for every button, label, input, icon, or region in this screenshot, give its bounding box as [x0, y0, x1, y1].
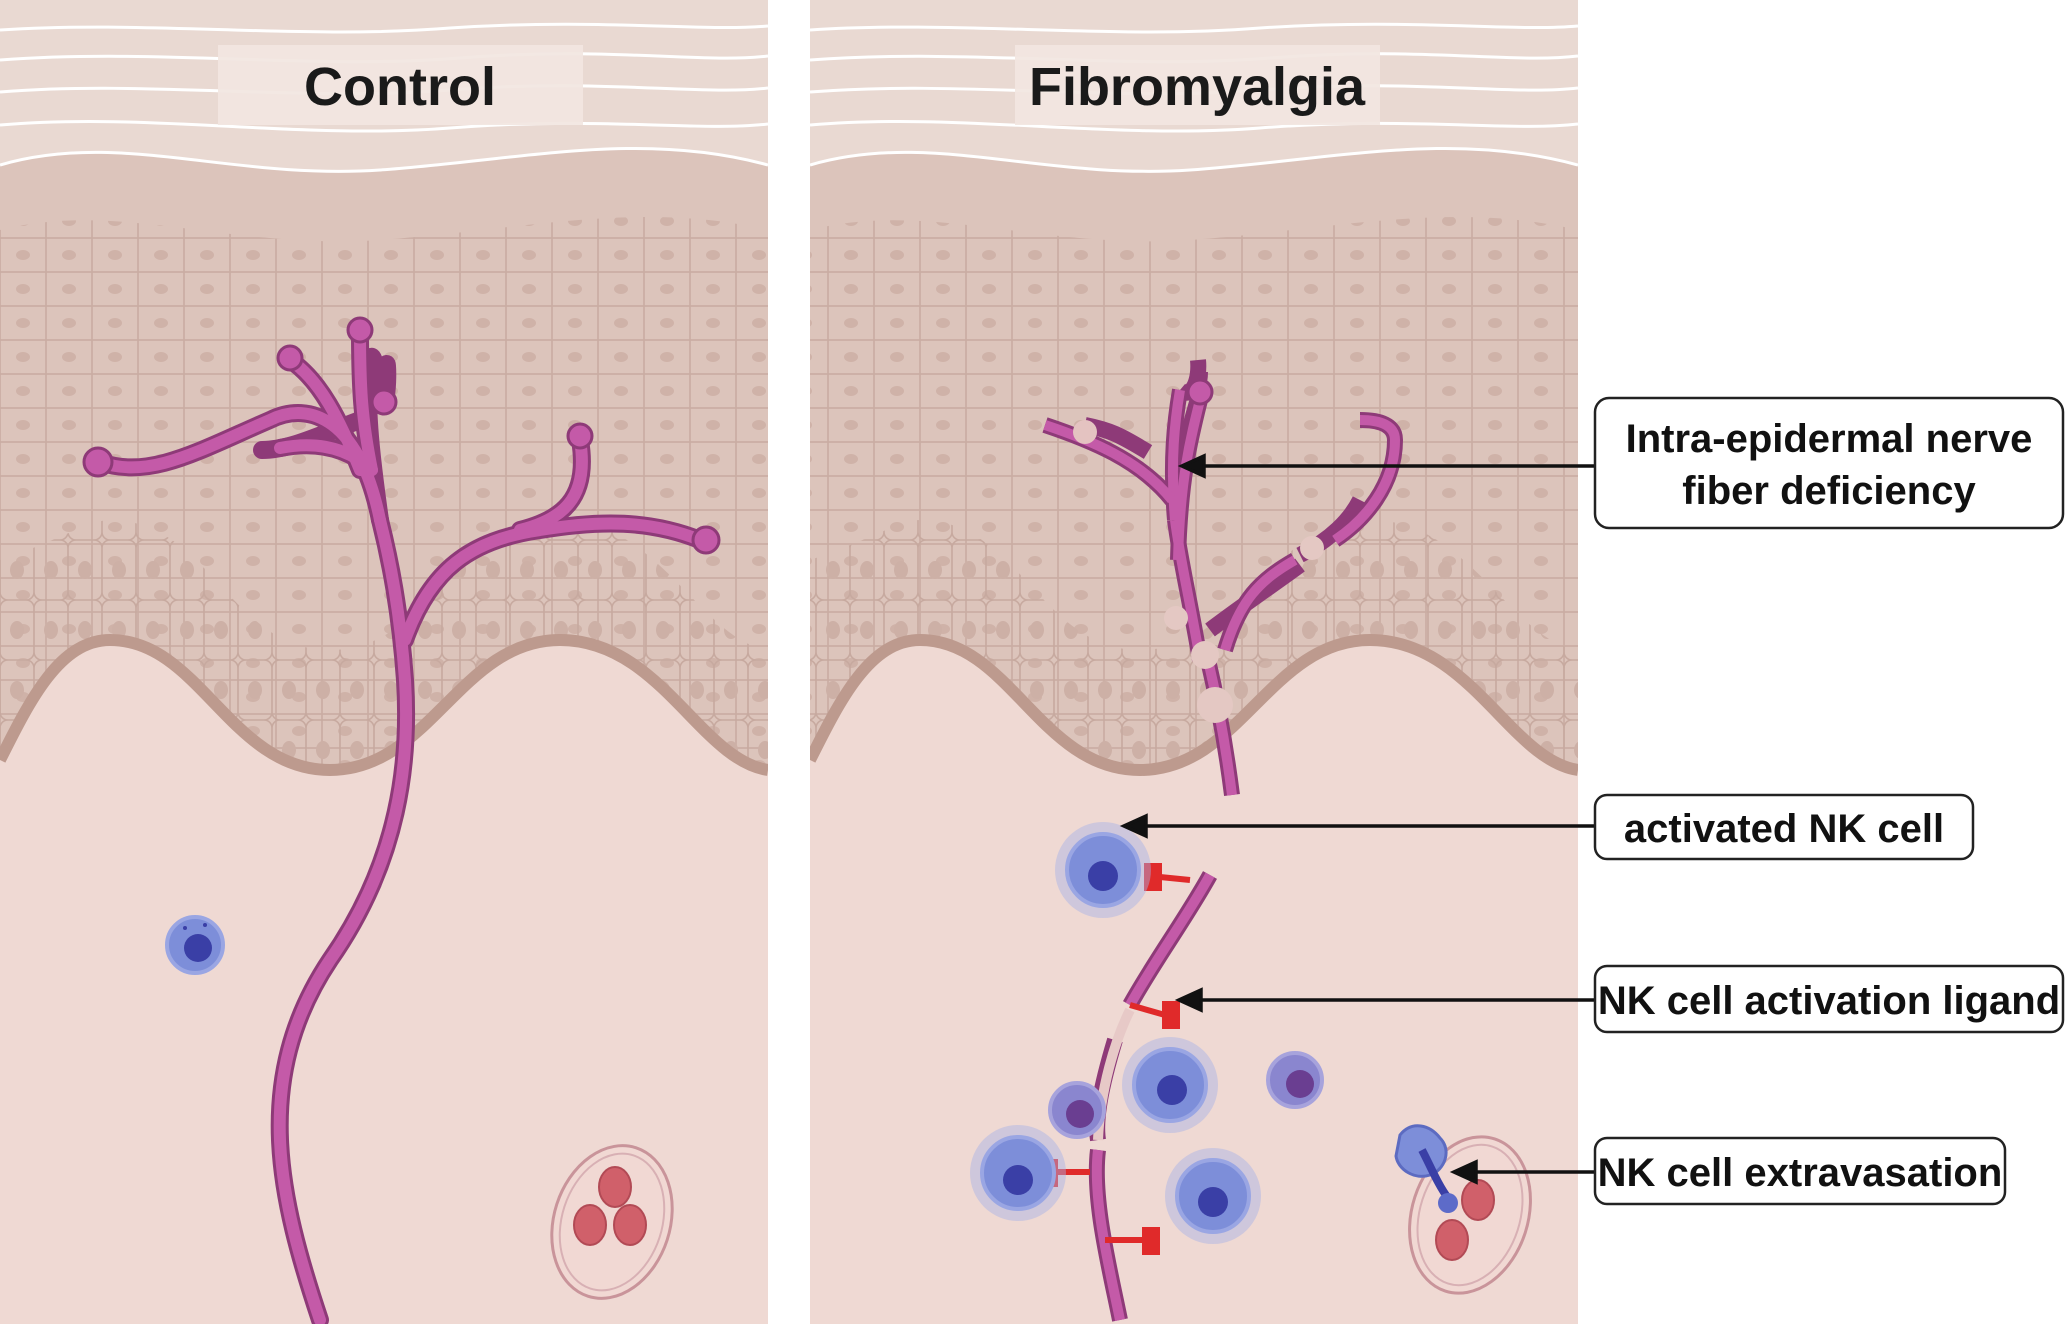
ligand: [1105, 1227, 1160, 1255]
red-blood-cell: [573, 1204, 607, 1246]
nerve-ending: [276, 344, 304, 372]
immune-cell: [1048, 1081, 1106, 1139]
ligand: [1144, 863, 1191, 891]
blood-vessel: [1408, 1135, 1532, 1295]
nerve-ending: [1186, 378, 1214, 406]
ligand: [1129, 1001, 1180, 1029]
control-title-box: Control: [218, 45, 583, 125]
blood-vessel: [550, 1144, 674, 1300]
callout-nerve-fiber-line2: fiber deficiency: [1682, 469, 1976, 513]
activated-nk-cell: [1055, 822, 1151, 918]
red-blood-cell: [1461, 1179, 1495, 1221]
nerve-ending: [370, 388, 398, 416]
callout-nerve-fiber: Intra-epidermal nerve fiber deficiency: [1593, 396, 2065, 530]
callout-activated-nk: activated NK cell: [1593, 793, 1975, 861]
basement-membrane: [0, 633, 768, 777]
callout-activated-nk-label: activated NK cell: [1624, 807, 1944, 851]
nerve-ending: [566, 422, 594, 450]
callout-ligand: NK cell activation ligand: [1593, 964, 2065, 1034]
degenerated-segment: [1197, 687, 1233, 723]
control-title: Control: [304, 57, 496, 117]
activated-nk-cell: [1122, 1037, 1218, 1133]
callout-ligand-label: NK cell activation ligand: [1598, 979, 2060, 1023]
fragmented-nerve-fiber: [1042, 359, 1404, 1322]
immune-cell: [1266, 1051, 1324, 1109]
callout-arrows: [1119, 453, 1595, 1185]
red-blood-cell: [598, 1166, 632, 1208]
nerve-ending: [691, 525, 721, 555]
activated-nk-cell: [1165, 1148, 1261, 1244]
callout-extravasation: NK cell extravasation: [1593, 1136, 2007, 1206]
basement-membrane: [810, 633, 1578, 777]
resting-nk-cell: [165, 915, 225, 975]
fibromyalgia-title-box: Fibromyalgia: [1015, 45, 1380, 125]
activated-nk-cells: [970, 822, 1261, 1244]
red-blood-cell: [613, 1204, 647, 1246]
nerve-fiber: [82, 316, 721, 1324]
callout-extravasation-label: NK cell extravasation: [1598, 1151, 2003, 1195]
basal-layer: [0, 520, 768, 770]
nerve-ending: [82, 446, 114, 478]
fibromyalgia-panel: [810, 0, 1578, 1324]
extravasating-nk-cell: [1394, 1124, 1458, 1213]
callout-nerve-fiber-line1: Intra-epidermal nerve: [1626, 417, 2033, 461]
degenerated-segment: [1164, 606, 1188, 630]
activated-nk-cell: [970, 1125, 1066, 1221]
control-panel: [0, 0, 768, 1324]
degenerated-nerve-ending: [1073, 420, 1097, 444]
degenerated-segment: [1191, 641, 1219, 669]
nerve-ending: [346, 316, 374, 344]
degenerated-segment: [1300, 536, 1324, 560]
fibromyalgia-title: Fibromyalgia: [1029, 57, 1366, 117]
red-blood-cell: [1435, 1219, 1469, 1261]
